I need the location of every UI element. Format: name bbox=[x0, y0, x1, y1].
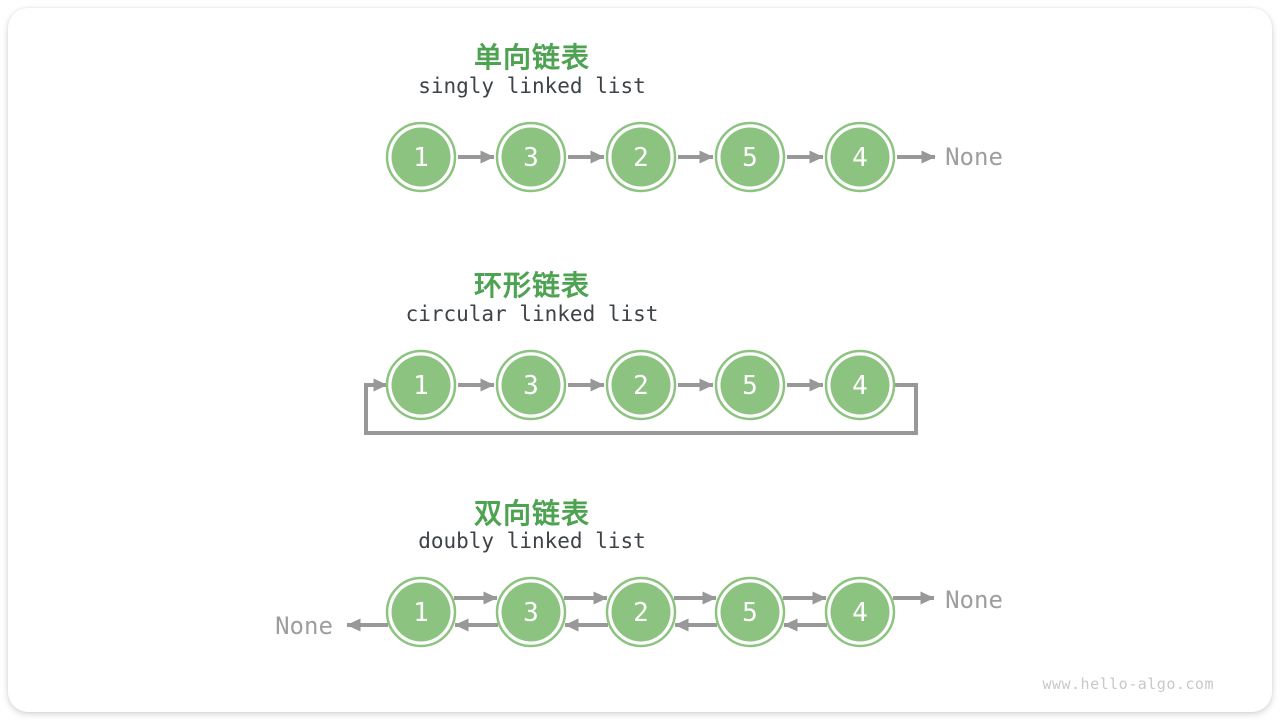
list-node bbox=[391, 582, 451, 642]
list-node bbox=[611, 127, 671, 187]
node-value: 1 bbox=[413, 598, 429, 628]
list-node bbox=[611, 582, 671, 642]
section-subtitle-circular: circular linked list bbox=[405, 302, 659, 326]
list-node bbox=[830, 355, 890, 415]
section-title-doubly: 双向链表 bbox=[473, 497, 590, 530]
circular-linked-list-row: 1 3 2 5 4 bbox=[364, 349, 918, 435]
node-value: 3 bbox=[523, 143, 539, 173]
node-value: 5 bbox=[742, 371, 758, 401]
none-label: None bbox=[275, 612, 333, 640]
node-value: 5 bbox=[742, 598, 758, 628]
node-value: 1 bbox=[413, 371, 429, 401]
section-title-singly: 单向链表 bbox=[473, 41, 590, 74]
node-value: 3 bbox=[523, 598, 539, 628]
list-node bbox=[830, 582, 890, 642]
list-node bbox=[720, 355, 780, 415]
node-value: 1 bbox=[413, 143, 429, 173]
list-node bbox=[720, 127, 780, 187]
list-node bbox=[501, 582, 561, 642]
section-title-circular: 环形链表 bbox=[473, 269, 590, 302]
list-node bbox=[391, 355, 451, 415]
list-node bbox=[391, 127, 451, 187]
node-value: 4 bbox=[852, 371, 868, 401]
section-subtitle-singly: singly linked list bbox=[418, 74, 646, 98]
node-value: 5 bbox=[742, 143, 758, 173]
list-node bbox=[830, 127, 890, 187]
node-value: 4 bbox=[852, 598, 868, 628]
singly-linked-list-row: 1 3 2 5 4 None bbox=[385, 121, 1003, 193]
list-node bbox=[501, 355, 561, 415]
section-subtitle-doubly: doubly linked list bbox=[418, 529, 646, 553]
node-value: 3 bbox=[523, 371, 539, 401]
node-value: 4 bbox=[852, 143, 868, 173]
list-node bbox=[720, 582, 780, 642]
node-value: 2 bbox=[633, 143, 649, 173]
none-label: None bbox=[945, 143, 1003, 171]
list-node bbox=[501, 127, 561, 187]
node-value: 2 bbox=[633, 371, 649, 401]
watermark: www.hello-algo.com bbox=[1042, 675, 1214, 693]
loop-path bbox=[364, 378, 918, 435]
none-label: None bbox=[945, 586, 1003, 614]
list-node bbox=[611, 355, 671, 415]
node-value: 2 bbox=[633, 598, 649, 628]
